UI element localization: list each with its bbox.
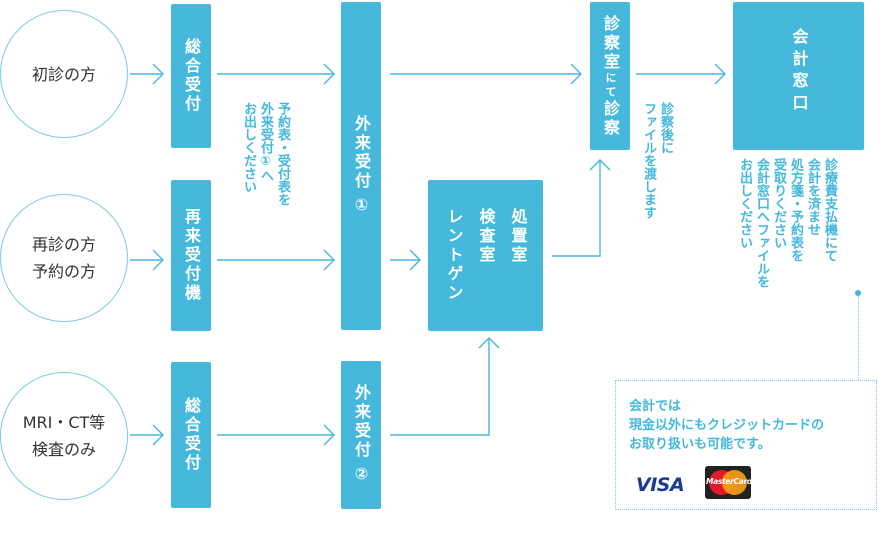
connector-dot <box>855 290 861 296</box>
first-visit-circle: 初診の方 <box>0 10 128 138</box>
outpatient-reception-1-box: 外来受付① <box>341 2 381 330</box>
cashier-label: 会計窓口 <box>789 28 809 116</box>
revisit-label-line1: 再診の方 <box>31 235 96 254</box>
file-handover-note: 診察後に ファイルを渡します <box>641 102 673 219</box>
connector-dotted-line <box>858 296 859 380</box>
cashier-box: 会計窓口 <box>733 2 864 150</box>
consultation-room-label: 診察室にて診察 <box>601 14 620 138</box>
circled-number-2: ② <box>352 464 371 486</box>
circled-number-1: ① <box>352 195 371 217</box>
consultation-room-box: 診察室にて診察 <box>590 2 630 150</box>
outpatient-reception-2-box: 外来受付② <box>341 361 381 509</box>
general-reception-box-2: 総合受付 <box>171 362 211 508</box>
payment-info-line-2: 現金以外にもクレジットカードの <box>629 418 825 433</box>
mastercard-logo: MasterCard <box>705 466 751 499</box>
revisit-label-line2: 予約の方 <box>31 262 96 281</box>
visa-logo: VISA <box>636 474 685 496</box>
xray-label: レントゲン <box>444 208 464 303</box>
exam-only-label-line1: MRI・CT等 <box>22 413 106 432</box>
exam-only-label-line2: 検査のみ <box>31 440 96 459</box>
revisit-machine-box: 再来受付機 <box>171 180 211 331</box>
revisit-circle: 再診の方 予約の方 <box>0 194 128 322</box>
payment-info-text: 会計では 現金以外にもクレジットカードの お取り扱いも可能です。 <box>629 397 824 454</box>
outpatient-reception-1-label: 外来受付① <box>352 115 371 217</box>
general-reception-label-2: 総合受付 <box>182 397 201 473</box>
mastercard-orange-circle <box>722 470 747 495</box>
payment-info-box: 会計では 現金以外にもクレジットカードの お取り扱いも可能です。 VISA Ma… <box>615 380 877 510</box>
treatment-room-label: 処置室 <box>508 208 528 265</box>
general-reception-box-1: 総合受付 <box>171 4 211 148</box>
exam-room-label: 検査室 <box>476 208 496 265</box>
outpatient-reception-2-label: 外来受付② <box>352 384 371 486</box>
revisit-machine-label: 再来受付機 <box>182 208 201 303</box>
payment-info-line-1: 会計では <box>629 399 682 414</box>
reservation-sheet-note: 予約表・受付表を 外来受付①へ お出しください <box>241 102 290 206</box>
exam-only-circle: MRI・CT等 検査のみ <box>0 372 128 500</box>
treatment-room-box: 処置室 検査室 レントゲン <box>428 180 543 331</box>
payment-info-line-3: お取り扱いも可能です。 <box>629 437 771 452</box>
first-visit-label: 初診の方 <box>31 64 96 84</box>
cashier-instruction-note: 診療費支払機にて 会計を済ませ 処方箋・予約表を 受取りください 会計窓口へファ… <box>737 158 837 288</box>
general-reception-label-1: 総合受付 <box>182 38 201 114</box>
mastercard-logo-text: MasterCard <box>706 477 751 486</box>
